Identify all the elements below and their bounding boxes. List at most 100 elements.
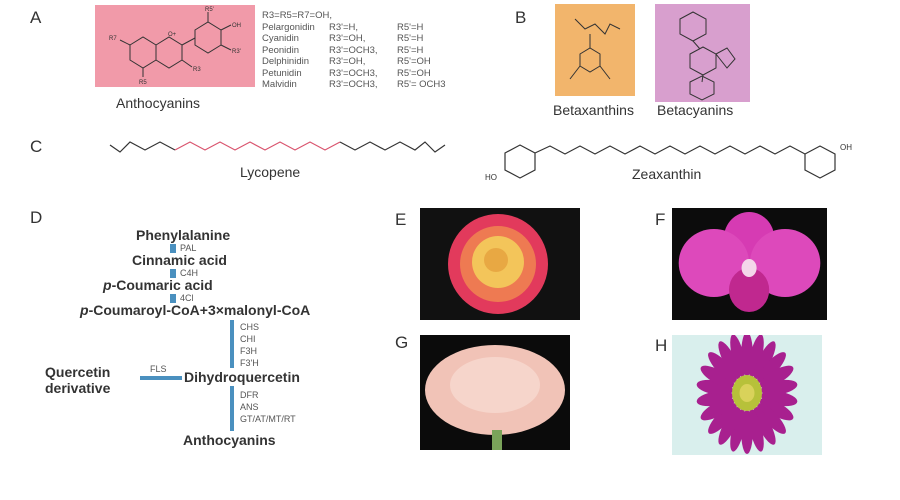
zeaxanthin-structure-icon: HO OH [485, 143, 852, 182]
r5-value: R5'=OH [397, 67, 431, 79]
panel-label-d: D [30, 208, 43, 227]
svg-text:R3: R3 [193, 67, 201, 73]
enzyme-fls: FLS [150, 364, 167, 374]
enzyme-ans: ANS [240, 402, 259, 412]
petal [753, 341, 776, 380]
enzyme-c4h: C4H [180, 268, 199, 278]
anthocyanins-product: Anthocyanins [183, 432, 276, 448]
enzyme-f3prime-h: F3'H [240, 358, 259, 368]
arrow-icon [170, 244, 176, 253]
svg-text:R7: R7 [109, 36, 117, 42]
arrow-icon [170, 269, 176, 278]
lycopene-structure-icon [109, 141, 446, 153]
svg-text:R3': R3' [232, 49, 241, 55]
r5-value: R5'=H [397, 21, 424, 33]
betacyanin-molecule-icon [679, 11, 736, 101]
svg-text:OH: OH [840, 143, 852, 152]
svg-text:R5: R5 [139, 80, 147, 86]
petal [708, 403, 737, 434]
r5-value: R5'=OH [397, 56, 431, 67]
petal [759, 398, 794, 421]
coumaroyl-text: -Coumaroyl-CoA+3×malonyl-CoA [88, 302, 311, 318]
svg-text:O+: O+ [168, 32, 177, 38]
petal [700, 365, 735, 388]
coumaric-text: -Coumaric acid [111, 277, 213, 293]
r3-value: R3'=H, [329, 21, 359, 33]
arrow-icon [170, 294, 176, 303]
betacyanins-caption: Betacyanins [657, 102, 734, 118]
p-prefix: p [103, 277, 112, 293]
svg-text:HO: HO [485, 173, 497, 182]
panel-label-c: C [30, 137, 43, 156]
petal [748, 409, 764, 452]
panel-label-h: H [655, 336, 668, 355]
enzyme-f3h: F3H [240, 346, 258, 356]
petal [730, 409, 746, 452]
panel-label-g: G [395, 333, 409, 352]
anthocyanin-name: Malvidin [262, 79, 297, 90]
enzyme-4cl: 4Cl [180, 293, 194, 303]
enzyme-dfr: DFR [240, 390, 259, 400]
arrow-icon [140, 376, 182, 380]
enzymes-2: DFR ANS GT/AT/MT/RT [240, 389, 296, 425]
orchid-photo [672, 208, 827, 320]
betaxanthins-caption: Betaxanthins [553, 102, 634, 118]
anthocyanin-name: Cyanidin [262, 33, 299, 44]
r3-value: R3'=OCH3, [329, 44, 378, 56]
svg-text:OH: OH [232, 23, 241, 29]
betaxanthin-structure [555, 4, 635, 96]
r5-value: R5'=H [397, 33, 424, 44]
anthocyanin-name: Pelargonidin [262, 21, 315, 33]
anthocyanin-name: Peonidin [262, 44, 299, 56]
petal [759, 365, 794, 388]
r5-value: R5'=H [397, 44, 424, 56]
petal [718, 341, 741, 380]
enzyme-chs: CHS [240, 322, 260, 332]
r3-value: R3'=OCH3, [329, 67, 378, 79]
carnation-photo [420, 335, 570, 450]
petal [753, 406, 776, 445]
enzyme-pal: PAL [180, 243, 197, 253]
betaxanthin-molecule-icon [569, 18, 621, 80]
panel-label-b: B [515, 8, 527, 27]
petal [748, 335, 764, 377]
petal [700, 398, 735, 421]
zeaxanthin-caption: Zeaxanthin [632, 166, 702, 182]
enzyme-chi: CHI [240, 334, 256, 344]
quercetin-line1: Quercetin [45, 364, 111, 380]
petal [757, 352, 786, 383]
svg-text:R5': R5' [205, 7, 214, 13]
anthocyanin-common: R3=R5=R7=OH, [262, 10, 332, 21]
lycopene-caption: Lycopene [240, 164, 301, 180]
anthocyanin-name: Petunidin [262, 67, 302, 79]
anthocyanin-name: Delphinidin [262, 56, 310, 67]
enzymes-1: CHS CHI F3H F3'H [240, 321, 259, 369]
phenylalanine: Phenylalanine [136, 227, 231, 243]
anthocyanin-row: Pelargonidin R3'=H, R5'=H [262, 22, 446, 34]
betacyanin-structure [655, 4, 750, 102]
panel-label-e: E [395, 210, 407, 229]
p-coumaric-acid: p-Coumaric acid [103, 277, 213, 293]
anthocyanin-row: Delphinidin R3'=OH, R5'=OH [262, 56, 446, 68]
p-prefix: p [80, 302, 89, 318]
r3-value: R3'=OCH3, [329, 79, 378, 90]
petal [730, 335, 746, 377]
anthocyanins-caption: Anthocyanins [116, 95, 201, 111]
petal [708, 352, 737, 383]
petal [757, 403, 786, 434]
p-coumaroyl-coa: p-Coumaroyl-CoA+3×malonyl-CoA [80, 302, 310, 318]
petal [718, 406, 741, 445]
arrow-icon [230, 320, 234, 368]
panel-label-a: A [30, 8, 42, 27]
enzyme-gt-at-mt-rt: GT/AT/MT/RT [240, 414, 296, 424]
anthocyanin-row: Petunidin R3'=OCH3, R5'=OH [262, 68, 446, 80]
anthocyanin-row: Peonidin R3'=OCH3, R5'=H [262, 45, 446, 57]
r3-value: R3'=OH, [329, 56, 366, 67]
dihydroquercetin: Dihydroquercetin [184, 369, 300, 385]
